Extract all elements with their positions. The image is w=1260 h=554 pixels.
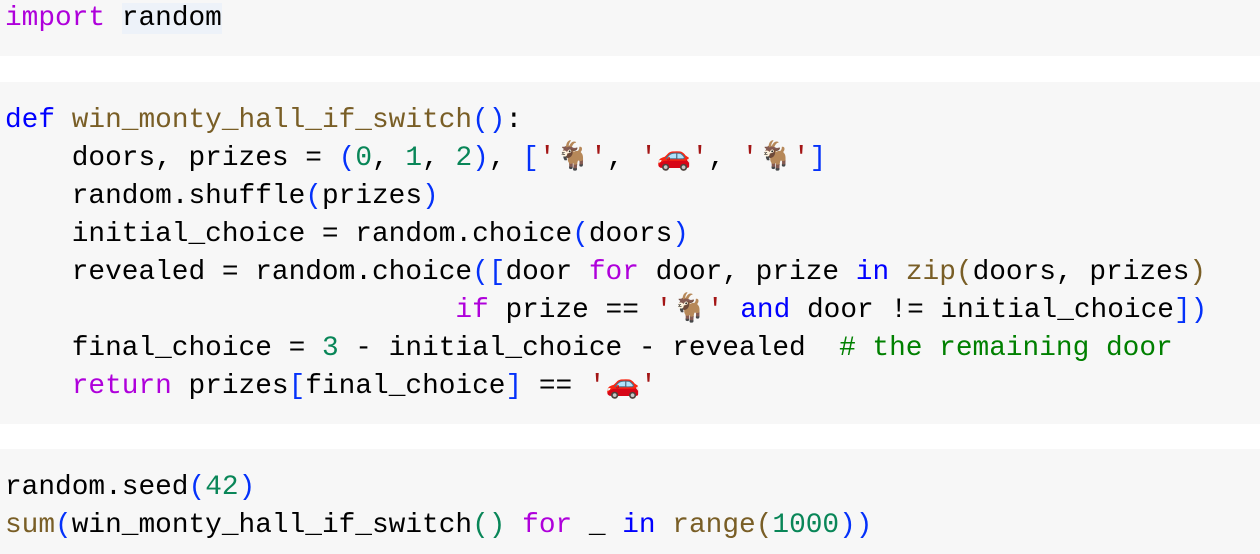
- code-token: # the remaining door: [839, 333, 1173, 364]
- code-line[interactable]: doors, prizes = (0, 1, 2), ['🐐', '🚗', '🐐…: [5, 140, 1260, 178]
- code-token: 1000: [772, 510, 840, 541]
- code-token: prize ==: [488, 295, 656, 326]
- code-cell-2[interactable]: def win_monty_hall_if_switch(): doors, p…: [0, 82, 1260, 424]
- code-token: ]): [1173, 295, 1208, 326]
- code-token: [889, 257, 906, 288]
- code-token: final_choice =: [5, 333, 322, 364]
- code-token: doors, prizes =: [5, 143, 339, 174]
- code-line[interactable]: initial_choice = random.choice(doors): [5, 216, 1260, 254]
- code-token: in: [855, 257, 890, 288]
- code-token: win_monty_hall_if_switch: [71, 105, 473, 136]
- code-token: [: [522, 143, 539, 174]
- code-cell-1[interactable]: import random: [0, 0, 1260, 56]
- code-token: '🐐': [741, 143, 810, 174]
- code-token: ==: [522, 371, 589, 402]
- code-token: (: [188, 472, 206, 503]
- code-token: [724, 295, 741, 326]
- code-token: for: [522, 510, 573, 541]
- code-token: in: [622, 510, 656, 541]
- code-token: 42: [205, 472, 239, 503]
- code-line[interactable]: final_choice = 3 - initial_choice - reve…: [5, 330, 1260, 368]
- code-line[interactable]: return prizes[final_choice] == '🚗': [5, 368, 1260, 406]
- code-line[interactable]: random.shuffle(prizes): [5, 178, 1260, 216]
- code-token: [5, 295, 455, 326]
- code-token: prizes: [171, 371, 289, 402]
- code-token: import: [5, 3, 106, 34]
- code-token: [: [288, 371, 306, 402]
- code-token: zip: [905, 257, 956, 288]
- code-line[interactable]: revealed = random.choice([door for door,…: [5, 254, 1260, 292]
- code-token: - initial_choice - revealed: [338, 333, 840, 364]
- code-token: (: [755, 510, 773, 541]
- code-token: [656, 510, 673, 541]
- code-token: (: [338, 143, 356, 174]
- code-token: [505, 510, 522, 541]
- code-token: revealed = random.choice: [5, 257, 473, 288]
- code-line[interactable]: sum(win_monty_hall_if_switch() for _ in …: [5, 507, 1260, 545]
- code-token: door, prize: [638, 257, 856, 288]
- code-token: _: [572, 510, 623, 541]
- code-line[interactable]: def win_monty_hall_if_switch():: [5, 102, 1260, 140]
- code-token: ): [672, 219, 689, 250]
- code-token: random: [121, 3, 222, 34]
- code-token: 0: [355, 143, 372, 174]
- code-token: )): [839, 510, 873, 541]
- code-token: win_monty_hall_if_switch: [71, 510, 473, 541]
- code-token: return: [71, 371, 172, 402]
- code-token: sum: [5, 510, 56, 541]
- code-token: door != initial_choice: [790, 295, 1174, 326]
- code-token: door: [505, 257, 589, 288]
- code-token: [105, 3, 122, 34]
- code-token: '🚗': [588, 371, 657, 402]
- code-line[interactable]: random.seed(42): [5, 469, 1260, 507]
- code-token: def: [5, 105, 56, 136]
- code-token: (: [305, 181, 322, 212]
- code-token: ,: [488, 143, 523, 174]
- code-line[interactable]: if prize == '🐐' and door != initial_choi…: [5, 292, 1260, 330]
- code-token: '🐐': [655, 295, 724, 326]
- code-token: [5, 371, 72, 402]
- code-token: '🐐': [538, 143, 607, 174]
- code-token: 3: [321, 333, 339, 364]
- code-token: prizes: [321, 181, 423, 212]
- code-token: 1: [405, 143, 423, 174]
- code-token: for: [588, 257, 639, 288]
- code-token: ,: [708, 143, 742, 174]
- code-token: initial_choice = random.choice: [5, 219, 573, 250]
- code-token: final_choice: [305, 371, 506, 402]
- code-token: ,: [372, 143, 406, 174]
- code-token: if: [455, 295, 489, 326]
- code-token: and: [740, 295, 791, 326]
- code-token: ]: [809, 143, 827, 174]
- code-token: :: [505, 105, 523, 136]
- code-token: (: [955, 257, 973, 288]
- code-token: ): [238, 472, 256, 503]
- code-token: (): [472, 510, 506, 541]
- code-cell-3[interactable]: random.seed(42)sum(win_monty_hall_if_swi…: [0, 449, 1260, 554]
- code-token: '🚗': [640, 143, 709, 174]
- code-token: (: [572, 219, 589, 250]
- code-token: 2: [455, 143, 473, 174]
- code-token: doors: [588, 219, 673, 250]
- code-token: random.seed: [5, 472, 189, 503]
- code-token: ): [422, 181, 439, 212]
- code-token: ]: [505, 371, 523, 402]
- code-token: [55, 105, 72, 136]
- code-line[interactable]: import random: [5, 0, 1260, 38]
- code-token: random.shuffle: [5, 181, 306, 212]
- code-token: (: [55, 510, 72, 541]
- code-token: ): [472, 143, 489, 174]
- code-token: ,: [422, 143, 456, 174]
- code-token: ([: [472, 257, 506, 288]
- code-token: doors, prizes: [972, 257, 1190, 288]
- code-token: range: [672, 510, 756, 541]
- code-token: (): [472, 105, 506, 136]
- code-token: ): [1189, 257, 1207, 288]
- code-token: ,: [606, 143, 641, 174]
